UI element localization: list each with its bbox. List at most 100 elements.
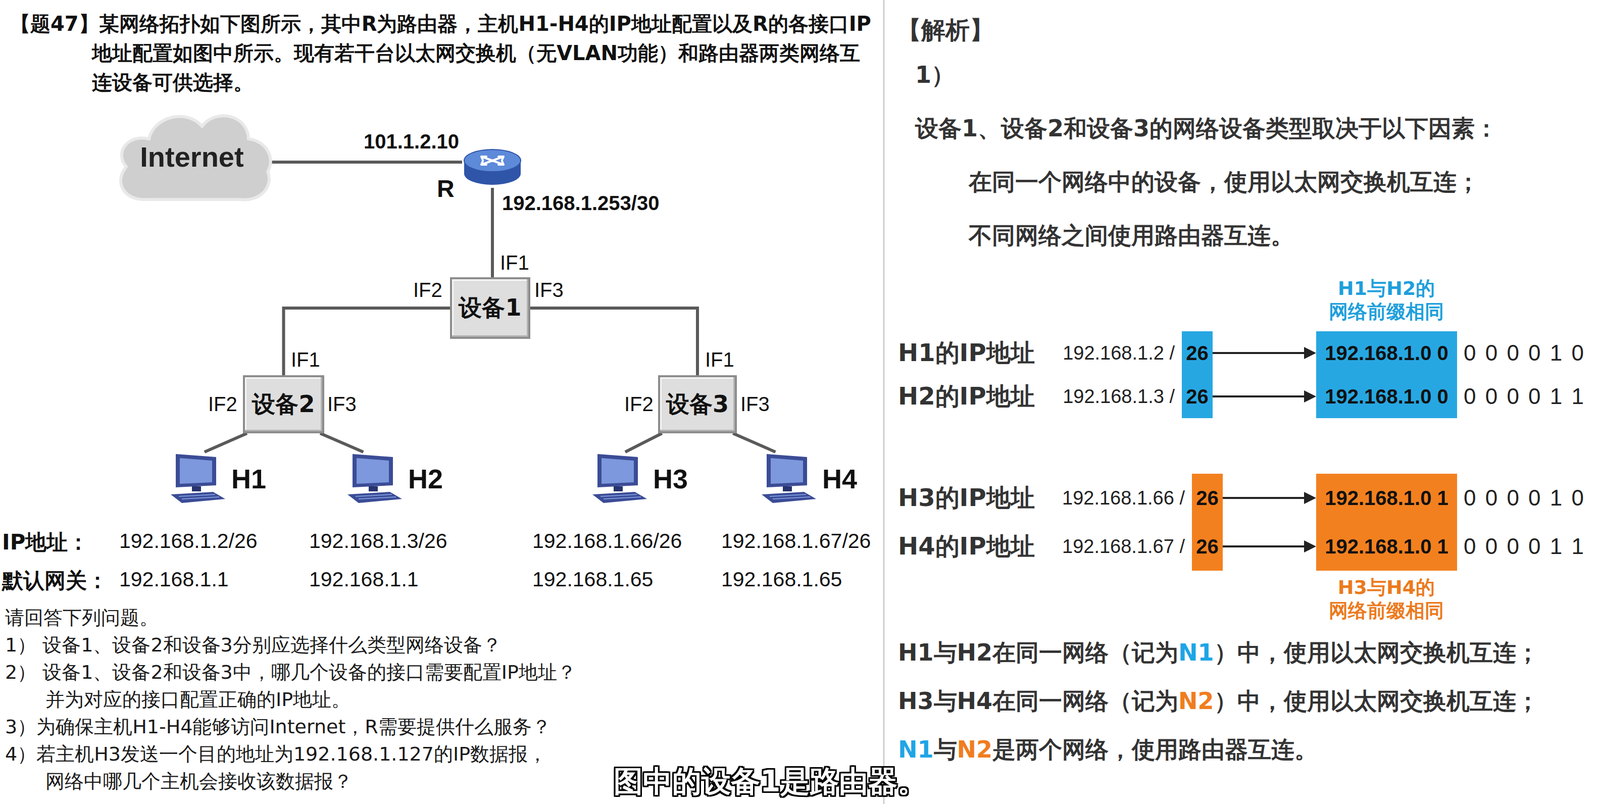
ip-address: 192.168.1.67 /	[1062, 535, 1185, 558]
gateway-ip: 192.168.1.65	[721, 567, 842, 592]
prefix-length-box: 26	[1181, 331, 1213, 375]
label-box: 设备1、设备2和设备3的网络设备类型取决于以下因素：	[915, 113, 1498, 145]
label-box: 192.168.1.65	[532, 567, 654, 592]
interface-ip: 192.168.1.253/30	[500, 191, 662, 215]
monitor-stand	[613, 486, 623, 492]
monitor-screen	[356, 458, 389, 484]
ip-address: 192.168.1.66 /	[1062, 487, 1185, 510]
question-line: 3）为确保主机H1-H4能够访问Internet，R需要提供什么服务？	[5, 713, 793, 741]
host-name: H4	[822, 463, 858, 495]
cloud-label: Internet	[139, 140, 244, 174]
host-bits: 0 0 0 0 1 0	[1463, 485, 1584, 511]
host-computer: H2	[343, 452, 443, 506]
label-box: 0 0 0 0 1 1	[1463, 533, 1584, 560]
label-box: 在同一个网络中的设备，使用以太网交换机互连；	[968, 166, 1480, 198]
network-link	[320, 433, 364, 453]
panel-divider	[883, 0, 885, 804]
link-line	[625, 433, 663, 453]
prefix-length-box: 26	[1191, 473, 1223, 523]
question-line: 1） 设备1、设备2和设备3分别应选择什么类型网络设备？	[5, 631, 793, 659]
label-box: IF3	[740, 392, 770, 416]
prefix-length-box: 26	[1181, 374, 1213, 419]
monitor-stand	[368, 486, 378, 492]
gateway-ip: 192.168.1.1	[119, 567, 229, 592]
label-box: IF3	[534, 278, 564, 302]
row-heading: IP地址：	[2, 528, 89, 557]
network-name: N1	[1178, 638, 1215, 667]
host-name: H3	[653, 463, 688, 495]
host-name: H1	[231, 463, 267, 495]
prefix-bits: 192.168.1.0 1	[1324, 535, 1449, 559]
keyboard	[592, 491, 647, 504]
monitor-screen	[179, 458, 213, 484]
ip-address: 192.168.1.2 /	[1062, 342, 1175, 365]
port-name: IF2	[208, 392, 238, 416]
label-box: 192.168.1.3/26	[309, 529, 448, 554]
monitor-screen	[601, 458, 634, 484]
keyboard-keys	[355, 494, 396, 499]
arrow-head	[1304, 346, 1317, 360]
label-box: IF2	[208, 392, 238, 416]
label-box: IF1	[705, 348, 735, 372]
network-link	[492, 187, 493, 278]
port-name: IF1	[705, 348, 735, 372]
port-name: IF3	[327, 392, 357, 416]
row-heading: H3的IP地址	[897, 481, 1035, 515]
link-line	[530, 308, 698, 376]
network-link	[625, 433, 663, 453]
gateway-ip: 192.168.1.1	[309, 567, 419, 592]
label-box: 192.168.1.66 /	[1062, 487, 1185, 510]
ip-address: 192.168.1.3 /	[1062, 385, 1175, 408]
prefix-length: 26	[1185, 341, 1209, 365]
network-link	[204, 433, 247, 453]
label-box: 【解析】	[896, 14, 994, 47]
label-box: 默认网关：	[2, 566, 109, 595]
arrow-head	[1304, 390, 1317, 403]
label-box: 192.168.1.67/26	[721, 529, 871, 554]
computer-icon	[166, 452, 228, 506]
keyboard-keys	[178, 494, 220, 499]
label-box: 192.168.1.1	[309, 567, 419, 592]
row-heading: H1的IP地址	[897, 336, 1035, 370]
label-box: IF2	[413, 278, 443, 302]
arrow-line	[1212, 352, 1307, 355]
conclusion-text: ）中，使用以太网交换机互连；	[1214, 637, 1540, 669]
network-link	[732, 433, 776, 453]
monitor-screen	[770, 458, 804, 484]
conclusion-text: H1与H2在同一网络（记为	[897, 637, 1179, 669]
label-box: 192.168.1.65	[721, 567, 842, 592]
router-symbol	[462, 145, 523, 188]
monitor-body	[766, 454, 808, 488]
section-heading: 【解析】	[896, 14, 994, 47]
text-line: N1与N2是两个网络，使用路由器互连。	[897, 734, 1318, 766]
label-box: 192.168.1.3 /	[1062, 385, 1175, 408]
label-box: 192.168.1.2 /	[1062, 342, 1175, 365]
internet-cloud: Internet	[111, 101, 273, 213]
prefix-bits: 192.168.1.0 0	[1324, 385, 1449, 409]
analysis-text: 不同网络之间使用路由器互连。	[968, 220, 1294, 252]
host-computer: H1	[166, 452, 267, 506]
device-box: 设备1	[450, 277, 531, 339]
prefix-length: 26	[1185, 385, 1209, 409]
network-name: N2	[957, 735, 993, 764]
host-computer: H3	[588, 452, 688, 506]
port-name: IF3	[534, 278, 564, 302]
host-ip: 192.168.1.2/26	[119, 529, 258, 554]
host-bits: 0 0 0 0 1 0	[1463, 340, 1584, 366]
label-box: H2的IP地址	[897, 380, 1035, 413]
prefix-note: H1与H2的 网络前缀相同	[1310, 276, 1463, 324]
device-box: 设备3	[658, 375, 737, 434]
monitor-body	[597, 454, 638, 488]
label-box: H3与H4的 网络前缀相同	[1310, 575, 1463, 623]
keyboard	[170, 491, 226, 504]
network-link	[283, 308, 451, 376]
port-name: IF2	[413, 278, 443, 302]
device-name: 设备2	[252, 388, 315, 421]
prefix-length: 26	[1195, 486, 1219, 510]
arrow-connector	[1212, 346, 1317, 360]
host-ip: 192.168.1.3/26	[309, 529, 448, 554]
port-name: IF3	[740, 392, 770, 416]
label-box: H1的IP地址	[897, 336, 1035, 370]
keyboard	[347, 491, 403, 504]
